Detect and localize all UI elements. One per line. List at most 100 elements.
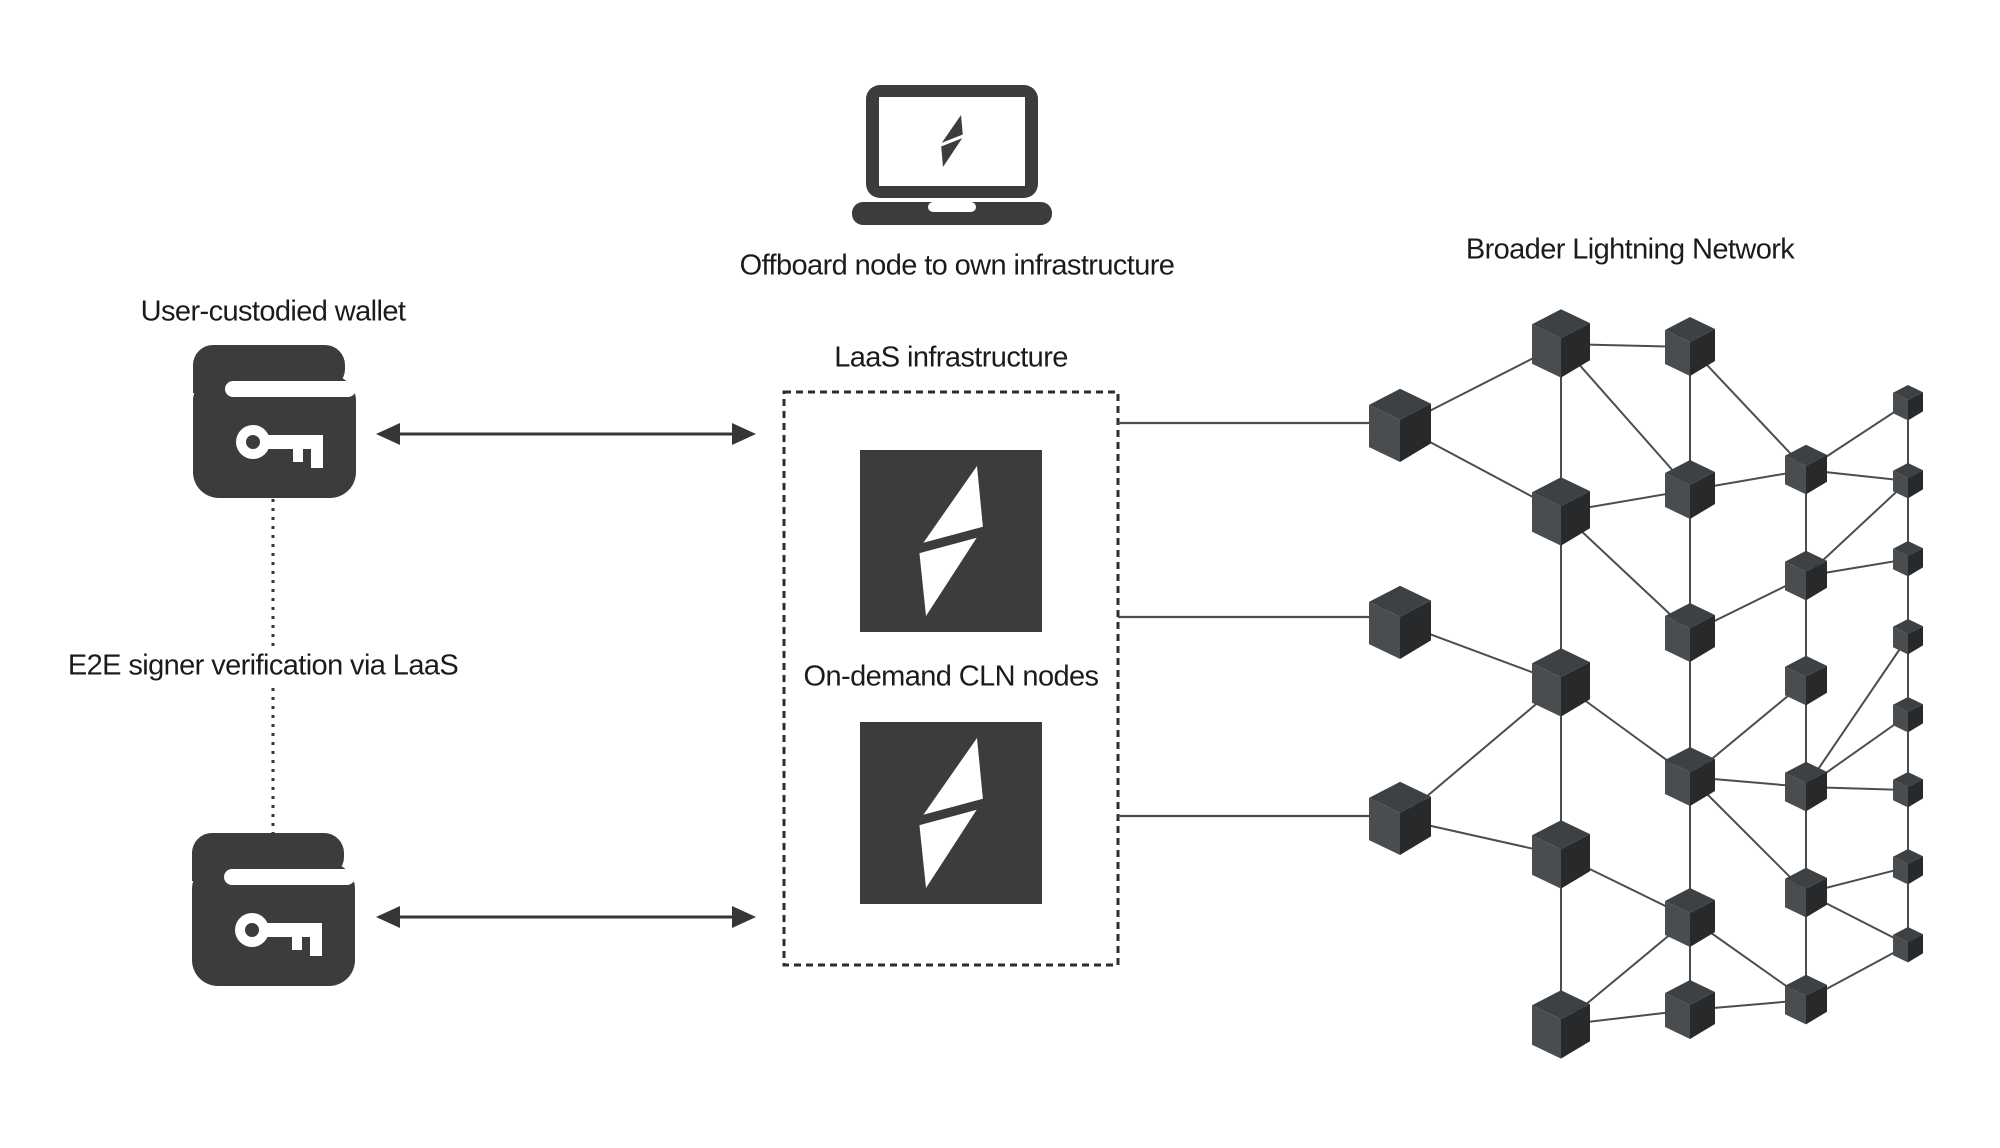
user-wallet-label: User-custodied wallet <box>140 295 406 328</box>
cube-front-face <box>1665 760 1690 806</box>
cube-top-face <box>1893 541 1923 556</box>
cube-side-face <box>1690 992 1715 1039</box>
cube-side-face <box>1400 796 1431 855</box>
cube-top-face <box>1665 603 1715 628</box>
cube-side-face <box>1908 392 1923 421</box>
cube-top-face <box>1369 388 1431 420</box>
cube-side-face <box>1806 454 1827 495</box>
cube-top-face <box>1893 385 1923 400</box>
cube-top-face <box>1893 463 1923 478</box>
cube-front-face <box>1893 392 1908 421</box>
cube-top-face <box>1893 697 1923 712</box>
cube-side-face <box>1806 665 1827 706</box>
cln-nodes-label: On-demand CLN nodes <box>803 660 1099 693</box>
cube-top-face <box>1369 585 1431 617</box>
channel-link <box>1560 343 1691 491</box>
cube-side-face <box>1400 600 1431 659</box>
cube-side-face <box>1690 900 1715 947</box>
cube-front-face <box>1665 473 1690 519</box>
cube-side-face <box>1400 403 1431 462</box>
cube-side-face <box>1690 329 1715 376</box>
arrowhead-left <box>376 906 400 928</box>
cube-top-face <box>1532 477 1590 507</box>
cube-front-face <box>1785 878 1806 918</box>
cube-front-face <box>1785 455 1806 495</box>
arrowhead-right <box>732 906 756 928</box>
cube-side-face <box>1908 470 1923 499</box>
cube-front-face <box>1532 324 1561 378</box>
channel-link <box>1805 636 1909 788</box>
cube-front-face <box>1665 330 1690 376</box>
cube-front-face <box>1665 901 1690 947</box>
e2e-verification-label: E2E signer verification via LaaS <box>59 647 467 685</box>
cube-front-face <box>1785 985 1806 1025</box>
broader-network-label: Broader Lightning Network <box>1465 233 1795 266</box>
cube-top-face <box>1785 655 1827 677</box>
cube-top-face <box>1532 990 1590 1020</box>
cube-side-face <box>1561 491 1590 546</box>
cube-top-face <box>1532 648 1590 678</box>
cube-top-face <box>1665 747 1715 772</box>
cube-top-face <box>1532 820 1590 850</box>
cube-top-face <box>1785 761 1827 783</box>
cube-side-face <box>1908 856 1923 885</box>
cube-top-face <box>1893 849 1923 864</box>
laas-infrastructure-label: LaaS infrastructure <box>834 341 1068 374</box>
arrowhead-left <box>376 423 400 445</box>
cube-side-face <box>1806 877 1827 918</box>
laas-boundary <box>782 390 1120 967</box>
cube-top-face <box>1785 974 1827 996</box>
cube-side-face <box>1908 548 1923 577</box>
cube-front-face <box>1532 835 1561 889</box>
cube-side-face <box>1806 560 1827 601</box>
cube-front-face <box>1893 856 1908 885</box>
cube-side-face <box>1908 934 1923 963</box>
cube-side-face <box>1908 704 1923 733</box>
cube-top-face <box>1665 980 1715 1005</box>
lightning-square-icon <box>860 450 1042 632</box>
cube-side-face <box>1806 771 1827 812</box>
cube-front-face <box>1785 772 1806 812</box>
cube-top-face <box>1665 317 1715 342</box>
cube-top-face <box>1785 867 1827 889</box>
cube-front-face <box>1369 404 1400 462</box>
cube-top-face <box>1532 309 1590 339</box>
cube-side-face <box>1561 323 1590 378</box>
offboard-label: Offboard node to own infrastructure <box>739 249 1175 282</box>
cube-front-face <box>1369 797 1400 855</box>
wallet-key-icon <box>192 833 355 986</box>
cube-front-face <box>1369 601 1400 659</box>
cube-side-face <box>1908 626 1923 655</box>
cube-side-face <box>1908 779 1923 808</box>
cube-side-face <box>1690 472 1715 519</box>
laptop-bolt-icon <box>852 85 1052 225</box>
cube-front-face <box>1665 993 1690 1039</box>
cube-top-face <box>1369 781 1431 813</box>
wallet-key-icon <box>193 345 356 498</box>
cube-front-face <box>1893 704 1908 733</box>
cube-front-face <box>1893 626 1908 655</box>
channel-link <box>1689 346 1807 471</box>
cube-front-face <box>1785 561 1806 601</box>
cube-front-face <box>1893 779 1908 808</box>
cube-side-face <box>1806 984 1827 1025</box>
cube-top-face <box>1785 444 1827 466</box>
cube-side-face <box>1561 662 1590 717</box>
cube-top-face <box>1665 888 1715 913</box>
cube-top-face <box>1893 619 1923 634</box>
cube-top-face <box>1893 772 1923 787</box>
cube-front-face <box>1893 934 1908 963</box>
cube-front-face <box>1665 616 1690 662</box>
cube-front-face <box>1893 470 1908 499</box>
cube-side-face <box>1561 834 1590 889</box>
cube-front-face <box>1785 666 1806 706</box>
cube-top-face <box>1665 460 1715 485</box>
channel-link <box>1689 776 1807 894</box>
cube-front-face <box>1532 663 1561 717</box>
cube-front-face <box>1532 1005 1561 1059</box>
cube-top-face <box>1785 550 1827 572</box>
cube-front-face <box>1532 492 1561 546</box>
lightning-square-icon <box>860 722 1042 904</box>
